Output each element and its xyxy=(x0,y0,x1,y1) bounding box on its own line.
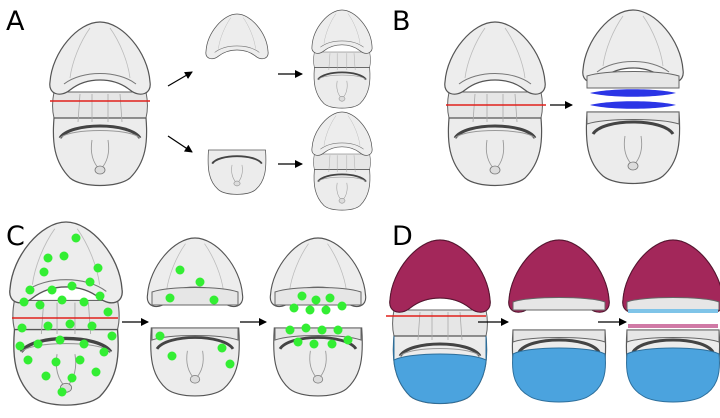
panel-d: D xyxy=(386,221,720,404)
regeneration-band-upper-d xyxy=(628,309,718,313)
intact-animal-b xyxy=(445,22,545,186)
cut-animal-c3 xyxy=(269,237,367,398)
cut-animal-c xyxy=(146,237,244,398)
panel-label-a: A xyxy=(6,6,25,37)
intact-animal-d xyxy=(390,240,490,404)
regeneration-band-lower-d xyxy=(628,324,718,328)
wound-upper-b xyxy=(590,89,676,97)
foot-fragment-a xyxy=(207,149,267,196)
regenerated-animal-a2 xyxy=(312,112,372,210)
cut-animal-b xyxy=(582,9,684,185)
panel-label-d: D xyxy=(392,221,413,252)
panel-a: A xyxy=(6,6,372,210)
regenerated-animal-a1 xyxy=(312,10,372,108)
arrow-up-a xyxy=(167,71,193,87)
wound-lower-b xyxy=(590,101,676,109)
cut-animal-d2 xyxy=(508,239,610,403)
panel-b: B xyxy=(392,6,684,186)
stem-cells-c1 xyxy=(15,233,117,397)
panel-c: C xyxy=(6,221,367,405)
stem-cells-c2 xyxy=(155,265,235,369)
panel-label-b: B xyxy=(392,6,411,37)
panel-label-c: C xyxy=(6,221,25,252)
head-fragment-a xyxy=(205,13,269,60)
cut-animal-d3 xyxy=(622,239,720,403)
intact-animal-a xyxy=(50,22,150,186)
arrow-down-a xyxy=(167,135,193,153)
stem-cells-c3 xyxy=(285,291,353,349)
